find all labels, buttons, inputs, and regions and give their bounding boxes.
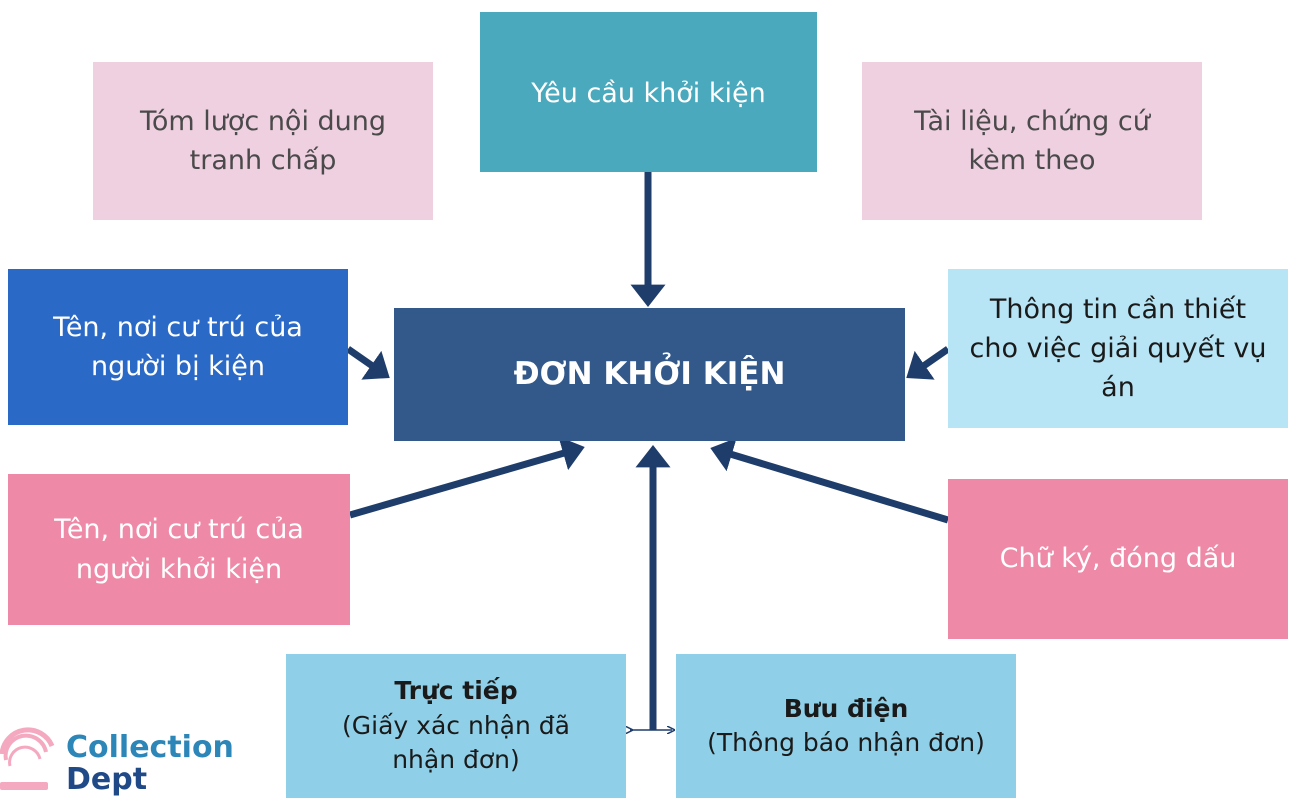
node-text: cho việc giải quyết vụ (969, 332, 1267, 364)
node-text: nhận đơn) (392, 745, 520, 775)
node-nguoi-khoi-kien: Tên, nơi cư trú của người khởi kiện (8, 474, 350, 625)
center-node-don-khoi-kien: ĐƠN KHỞI KIỆN (394, 308, 905, 441)
node-text: Thông tin cần thiết (989, 293, 1247, 325)
logo-icon (0, 727, 55, 790)
node-thong-tin-can-thiet: Thông tin cần thiết cho việc giải quyết … (948, 269, 1288, 428)
node-yeu-cau-khoi-kien: Yêu cầu khởi kiện (480, 12, 817, 172)
node-chu-ky-dong-dau: Chữ ký, đóng dấu (948, 479, 1288, 639)
node-text: người khởi kiện (75, 553, 283, 585)
node-tai-lieu-chung-cu: Tài liệu, chứng cứ kèm theo (862, 62, 1202, 220)
node-text: Chữ ký, đóng dấu (999, 543, 1237, 575)
node-title: Bưu điện (783, 693, 909, 723)
arrow-bottom-left (349, 436, 585, 519)
node-nguoi-bi-kien: Tên, nơi cư trú của người bị kiện (8, 269, 348, 425)
logo-text-dept: Dept (66, 761, 148, 797)
node-title: Trực tiếp (394, 676, 518, 706)
node-text: (Giấy xác nhận đã (342, 710, 570, 740)
node-text: (Thông báo nhận đơn) (707, 728, 985, 757)
node-tom-luoc-noi-dung: Tóm lược nội dung tranh chấp (93, 62, 433, 220)
collection-dept-logo: Collection Dept (0, 714, 280, 798)
node-text: Tên, nơi cư trú của (54, 514, 304, 546)
center-title: ĐƠN KHỞI KIỆN (513, 356, 786, 393)
node-text: kèm theo (968, 145, 1096, 176)
node-truc-tiep: Trực tiếp (Giấy xác nhận đã nhận đơn) (286, 654, 626, 798)
arrow-bottom-right (710, 437, 950, 524)
node-text: án (1101, 372, 1135, 404)
arrow-mid-left (346, 346, 390, 380)
logo-text-collection: Collection (66, 730, 234, 765)
node-text: người bị kiện (90, 351, 266, 382)
node-text: Tóm lược nội dung (139, 105, 387, 137)
arrow-mid-right (906, 346, 950, 380)
node-text: Yêu cầu khởi kiện (531, 78, 766, 109)
node-text: tranh chấp (189, 145, 337, 176)
node-text: Tên, nơi cư trú của (53, 311, 303, 343)
node-text: Tài liệu, chứng cứ (914, 105, 1150, 137)
node-buu-dien: Bưu điện (Thông báo nhận đơn) (676, 654, 1016, 798)
